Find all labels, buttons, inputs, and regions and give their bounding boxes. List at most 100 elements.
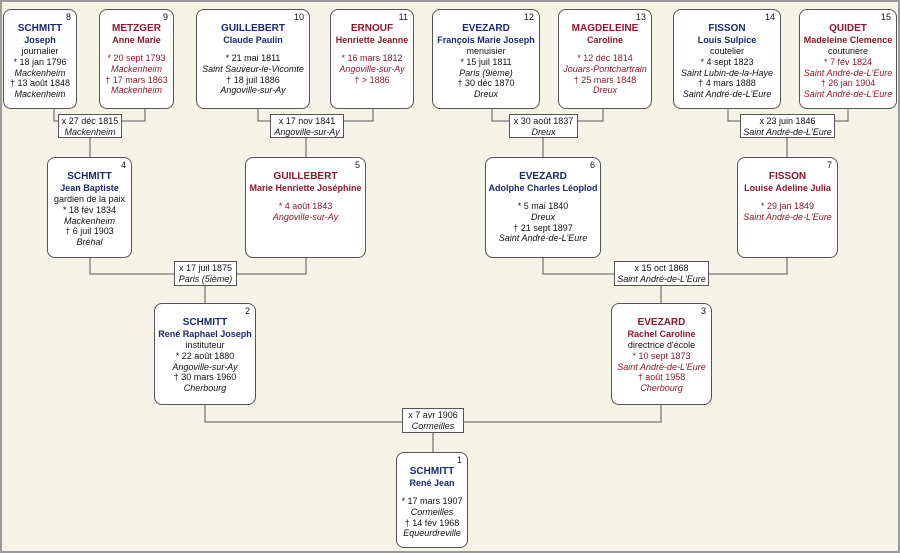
- death-place: Saint André-de-L'Eure: [803, 89, 893, 100]
- marriage-box[interactable]: x 17 nov 1841 Angoville-sur-Ay: [270, 114, 344, 138]
- marriage-box[interactable]: x 30 août 1837 Dreux: [509, 114, 578, 138]
- person-card-9[interactable]: 9 METZGER Anne Marie * 20 sept 1793 Mack…: [99, 9, 174, 109]
- person-card-2[interactable]: 2 SCHMITT René Raphael Joseph instituteu…: [154, 303, 256, 405]
- death-place: Equeurdreville: [403, 528, 461, 539]
- birth-place: Dreux: [530, 211, 555, 222]
- birth-place: Saint André-de-L'Eure: [743, 211, 832, 222]
- birth-date: * 12 déc 1814: [577, 53, 633, 63]
- death-date: † 17 mars 1863: [105, 74, 168, 85]
- marriage-date: x 7 avr 1906: [408, 410, 458, 420]
- birth-place: Mackenheim: [14, 67, 66, 78]
- person-card-12[interactable]: 12 EVEZARD François Marie Joseph menuisi…: [432, 9, 540, 109]
- marriage-box[interactable]: x 15 oct 1868 Saint André-de-L'Eure: [614, 261, 709, 286]
- surname: QUIDET: [829, 23, 867, 34]
- given-names: René Jean: [409, 478, 455, 488]
- birth-place: Saint Sauveur-le-Vicomte: [202, 63, 304, 74]
- birth-date: * 20 sept 1793: [107, 53, 166, 63]
- person-card-7[interactable]: 7 FISSON Louise Adeline Julia * 29 jan 1…: [737, 157, 838, 258]
- person-card-6[interactable]: 6 EVEZARD Adolphe Charles Léoplod * 5 ma…: [485, 157, 601, 258]
- sosa-number: 3: [700, 306, 706, 316]
- birth-place: Angoville-sur-Ay: [172, 361, 238, 372]
- sosa-number: 4: [120, 160, 126, 170]
- person-card-1[interactable]: 1 SCHMITT René Jean * 17 mars 1907 Corme…: [396, 452, 468, 548]
- birth-date: * 22 août 1880: [175, 350, 235, 361]
- given-names: Claude Paulin: [223, 35, 283, 45]
- sosa-number: 6: [589, 160, 595, 170]
- birth-date: * 7 fév 1824: [823, 56, 873, 67]
- marriage-place: Angoville-sur-Ay: [274, 126, 340, 137]
- death-place: Cherbourg: [183, 383, 227, 394]
- sosa-number: 12: [523, 12, 534, 22]
- death-date: † août 1958: [637, 372, 686, 383]
- person-card-14[interactable]: 14 FISSON Louis Sulpice coutelier * 4 se…: [673, 9, 781, 109]
- birth-date: * 15 juil 1811: [460, 56, 512, 67]
- birth-date: * 16 mars 1812: [341, 53, 403, 63]
- birth-place: Saint Lubin-de-la-Haye: [680, 67, 774, 78]
- occupation: gardien de la paix: [53, 194, 126, 204]
- marriage-place: Paris (5ième): [178, 273, 233, 284]
- given-names: René Raphael Joseph: [158, 329, 252, 339]
- death-date: † > 1886: [354, 74, 390, 85]
- surname: SCHMITT: [182, 317, 228, 328]
- person-card-13[interactable]: 13 MAGDELEINE Caroline * 12 déc 1814 Jou…: [558, 9, 652, 109]
- occupation: journalier: [21, 46, 59, 56]
- birth-place: Cormeilles: [410, 506, 454, 517]
- birth-date: * 18 fév 1834: [62, 204, 117, 215]
- sosa-number: 2: [244, 306, 250, 316]
- death-place: Mackenheim: [110, 85, 163, 96]
- person-card-4[interactable]: 4 SCHMITT Jean Baptiste gardien de la pa…: [47, 157, 132, 258]
- surname: EVEZARD: [637, 317, 686, 328]
- sosa-number: 7: [826, 160, 832, 170]
- surname: EVEZARD: [519, 171, 567, 182]
- marriage-box[interactable]: x 23 juin 1846 Saint André-de-L'Eure: [740, 114, 835, 138]
- death-date: † 14 fév 1968: [404, 517, 460, 528]
- death-place: Bréhal: [76, 237, 103, 248]
- person-card-11[interactable]: 11 ERNOUF Henriette Jeanne * 16 mars 181…: [330, 9, 414, 109]
- death-place: Angoville-sur-Ay: [220, 85, 286, 96]
- marriage-place: Saint André-de-L'Eure: [617, 273, 706, 284]
- surname: FISSON: [708, 23, 746, 34]
- marriage-date: x 23 juin 1846: [759, 116, 816, 126]
- death-date: † 30 mars 1960: [173, 372, 237, 383]
- birth-date: * 17 mars 1907: [401, 496, 463, 506]
- marriage-date: x 27 déc 1815: [61, 116, 119, 126]
- birth-date: * 5 mai 1840: [517, 201, 569, 211]
- marriage-box[interactable]: x 17 juil 1875 Paris (5ième): [174, 261, 237, 286]
- death-date: † 26 jan 1904: [820, 78, 876, 89]
- given-names: Joseph: [24, 35, 56, 45]
- marriage-box[interactable]: x 27 déc 1815 Mackenheim: [58, 114, 122, 138]
- person-card-15[interactable]: 15 QUIDET Madeleine Clemence couturière …: [799, 9, 897, 109]
- occupation: menuisier: [466, 46, 506, 56]
- sosa-number: 5: [354, 160, 360, 170]
- person-card-5[interactable]: 5 GUILLEBERT Marie Henriette Joséphine *…: [245, 157, 366, 258]
- surname: GUILLEBERT: [221, 23, 285, 34]
- person-card-8[interactable]: 8 SCHMITT Joseph journalier * 18 jan 179…: [3, 9, 77, 109]
- sosa-number: 15: [880, 12, 891, 22]
- death-place: Saint André-de-L'Eure: [498, 233, 588, 244]
- birth-place: Mackenheim: [110, 63, 163, 74]
- surname: METZGER: [112, 23, 161, 34]
- sosa-number: 10: [293, 12, 304, 22]
- given-names: Henriette Jeanne: [335, 35, 409, 45]
- marriage-date: x 15 oct 1868: [634, 263, 689, 273]
- birth-date: * 4 sept 1823: [700, 56, 754, 67]
- birth-place: Saint André-de-L'Eure: [803, 67, 893, 78]
- person-card-3[interactable]: 3 EVEZARD Rachel Caroline directrice d'é…: [611, 303, 712, 405]
- given-names: Adolphe Charles Léoplod: [488, 183, 598, 193]
- birth-place: Saint André-de-L'Eure: [617, 361, 706, 372]
- surname: ERNOUF: [350, 23, 394, 34]
- death-place: Mackenheim: [14, 89, 66, 100]
- birth-date: * 4 août 1843: [278, 201, 333, 211]
- death-place: Cherbourg: [640, 383, 683, 394]
- given-names: Jean Baptiste: [60, 183, 119, 193]
- surname: EVEZARD: [462, 23, 510, 34]
- marriage-box[interactable]: x 7 avr 1906 Cormeilles: [402, 408, 464, 433]
- surname: GUILLEBERT: [273, 171, 338, 182]
- given-names: Rachel Caroline: [627, 329, 696, 339]
- person-card-10[interactable]: 10 GUILLEBERT Claude Paulin * 21 mai 181…: [196, 9, 310, 109]
- sosa-number: 8: [65, 12, 71, 22]
- occupation: couturière: [827, 46, 869, 56]
- death-date: † 30 déc 1870: [457, 78, 515, 89]
- birth-place: Jouars-Pontchartrain: [563, 63, 647, 74]
- surname: FISSON: [768, 171, 807, 182]
